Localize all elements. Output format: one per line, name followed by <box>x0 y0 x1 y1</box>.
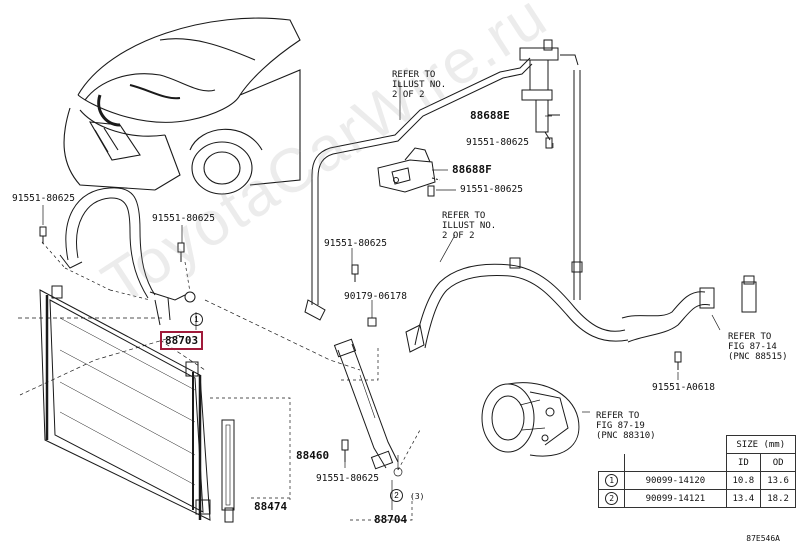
callout-2: 2 <box>390 489 403 502</box>
liquid-tube <box>304 57 533 321</box>
row-part[interactable]: 90099-14121 <box>624 489 727 508</box>
discharge-hose <box>59 187 196 326</box>
size-col-id: ID <box>725 453 762 472</box>
figure-code: 87E546A <box>746 534 780 543</box>
suction-tube-right <box>571 70 583 300</box>
part-label-88460[interactable]: 88460 <box>296 449 330 462</box>
pressure-switch <box>741 275 757 313</box>
part-label-90179-06178[interactable]: 90179-06178 <box>344 291 407 302</box>
part-label-91551-80625-b[interactable]: 91551-80625 <box>152 213 215 224</box>
row-id: 10.8 <box>725 471 762 490</box>
part-label-88474[interactable]: 88474 <box>254 500 288 513</box>
table-row: 1 90099-14120 10.8 13.6 <box>597 471 796 490</box>
compressor <box>481 382 580 457</box>
receiver-dryer <box>210 397 291 523</box>
part-label-91551-A0618[interactable]: 91551-A0618 <box>652 382 715 393</box>
part-label-91551-80625-e[interactable]: 91551-80625 <box>324 238 387 249</box>
size-table-title: SIZE (mm) <box>725 435 796 454</box>
highlighted-part-88703[interactable]: 88703 <box>160 331 204 350</box>
part-label-88688F[interactable]: 88688F <box>452 163 492 176</box>
leader-lines-left <box>18 205 361 396</box>
row-num: 2 <box>605 492 619 505</box>
leader-lines-center <box>340 82 721 521</box>
row-id: 13.4 <box>725 489 762 508</box>
part-label-91551-80625-f[interactable]: 91551-80625 <box>316 473 379 484</box>
valve-88688E <box>519 39 579 141</box>
part-label-91551-80625-d[interactable]: 91551-80625 <box>460 184 523 195</box>
callout-3: (3) <box>410 492 425 501</box>
size-col-od: OD <box>760 453 796 472</box>
vehicle-illustration <box>63 17 301 195</box>
suction-hose <box>405 257 715 353</box>
size-table: SIZE (mm) ID OD 1 90099-14120 10.8 13.6 … <box>597 435 796 508</box>
bolts-center <box>341 137 682 462</box>
refer-fig-87-19[interactable]: REFER TO FIG 87-19 (PNC 88310) <box>596 411 656 441</box>
part-label-88688E[interactable]: 88688E <box>470 109 510 122</box>
bracket-88688F <box>377 147 441 193</box>
part-label-91551-80625-c[interactable]: 91551-80625 <box>466 137 529 148</box>
refer-fig-87-14[interactable]: REFER TO FIG 87-14 (PNC 88515) <box>728 332 788 362</box>
callout-1: 1 <box>190 313 203 326</box>
row-od: 18.2 <box>760 489 796 508</box>
row-od: 13.6 <box>760 471 796 490</box>
row-num: 1 <box>605 474 619 487</box>
row-part[interactable]: 90099-14120 <box>624 471 727 490</box>
refer-illust-2of2-top[interactable]: REFER TO ILLUST NO. 2 OF 2 <box>392 70 447 100</box>
part-label-88704[interactable]: 88704 <box>374 513 408 526</box>
part-label-91551-80625-a[interactable]: 91551-80625 <box>12 193 75 204</box>
refer-illust-2of2-mid[interactable]: REFER TO ILLUST NO. 2 OF 2 <box>442 211 497 241</box>
condenser <box>39 285 211 521</box>
hose-88704 <box>333 338 399 470</box>
table-row: 2 90099-14121 13.4 18.2 <box>597 489 796 508</box>
